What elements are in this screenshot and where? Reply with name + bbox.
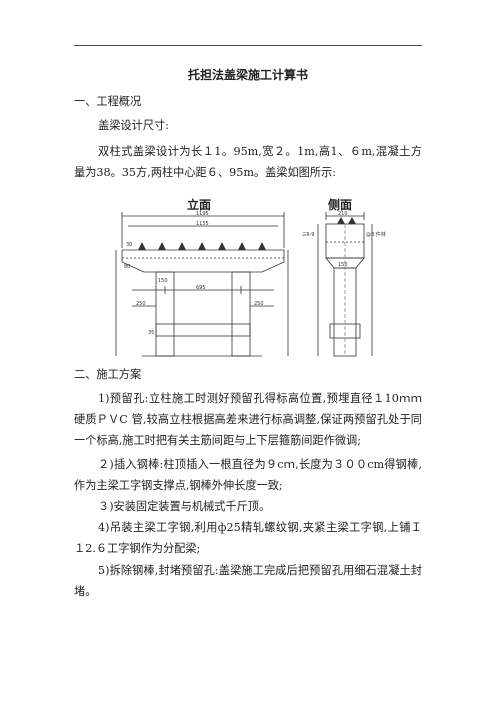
dim-right: 250 [254, 301, 264, 307]
dim-side-mid: 150 [338, 262, 348, 268]
section-heading-overview: 一、工程概况 [74, 95, 142, 108]
dim-side-top: 210 [338, 211, 348, 217]
mark-35: 35 [148, 330, 154, 336]
header-rule [74, 45, 422, 46]
dim-col: 150 [158, 278, 168, 284]
figure-front-label: 立面 [187, 198, 212, 212]
cap-beam-drawing: 1195 1155 695 250 250 150 210 150 @3 件林 … [115, 211, 386, 357]
step-1-paragraph: 1)预留孔:立柱施工时测好预留孔得标高位置,预埋直径１10ｍｍ 硬质ＰＶC 管,… [74, 392, 422, 447]
mark-rebar: @3 件林 [366, 231, 386, 238]
dim-total: 1195 [196, 211, 209, 217]
dim-left: 250 [136, 301, 146, 307]
dim-center: 695 [196, 285, 206, 291]
section-heading-plan: 二、施工方案 [74, 368, 142, 381]
overview-paragraph: 双柱式盖梁设计为长１1。95m,宽２。1m,高1、６m,混凝土方量为38。35方… [74, 145, 422, 179]
document-title: 托担法盖梁施工计算书 [187, 68, 308, 82]
step-2-paragraph: ２)插入钢棒:柱顶插入一根直径为９cｍ,长度为３００cm得钢棒,作为主梁工字钢支… [74, 458, 422, 492]
step-5-paragraph: 5)拆除钢棒,封堵预留孔:盖梁施工完成后把预留孔用细石混凝土封堵。 [74, 564, 422, 598]
mark-30: 30 [126, 242, 132, 248]
step-4-paragraph: 4)吊装主梁工字钢,利用ф25精轧螺纹钢,夹紧主梁工字钢,上铺Ｉ１2.６工字钢作… [74, 521, 422, 555]
dim-inner: 1155 [196, 221, 209, 227]
step-3-paragraph: ３)安装固定装置与机械式千斤顶。 [98, 500, 271, 513]
figure-side-label: 侧面 [328, 198, 353, 212]
mark-80: 80 [124, 264, 130, 270]
design-size-subheading: 盖梁设计尺寸: [98, 119, 169, 132]
mark-h: 三Ⅱ-9 [302, 232, 314, 238]
